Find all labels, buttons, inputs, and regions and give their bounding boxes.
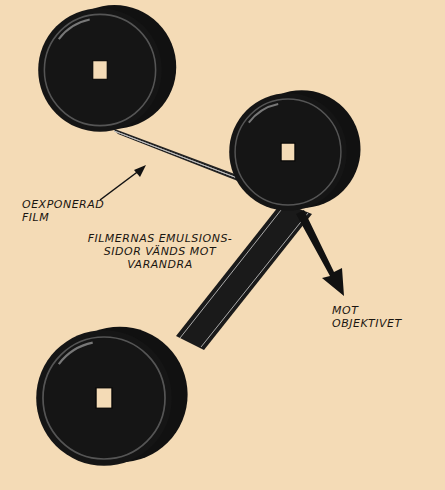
direction-label: MOT OBJEKTIVET: [332, 304, 416, 330]
direction-arrow: [296, 210, 344, 296]
film-reel: [36, 327, 187, 466]
leader-line: [100, 170, 140, 200]
film-reel: [38, 5, 176, 132]
film-label: OEXPONERAD FILM: [22, 198, 114, 224]
film-reel: [229, 90, 360, 211]
film-strip: [176, 202, 312, 350]
note-label: FILMERNAS EMULSIONS- SIDOR VÄNDS MOT VAR…: [84, 232, 236, 271]
